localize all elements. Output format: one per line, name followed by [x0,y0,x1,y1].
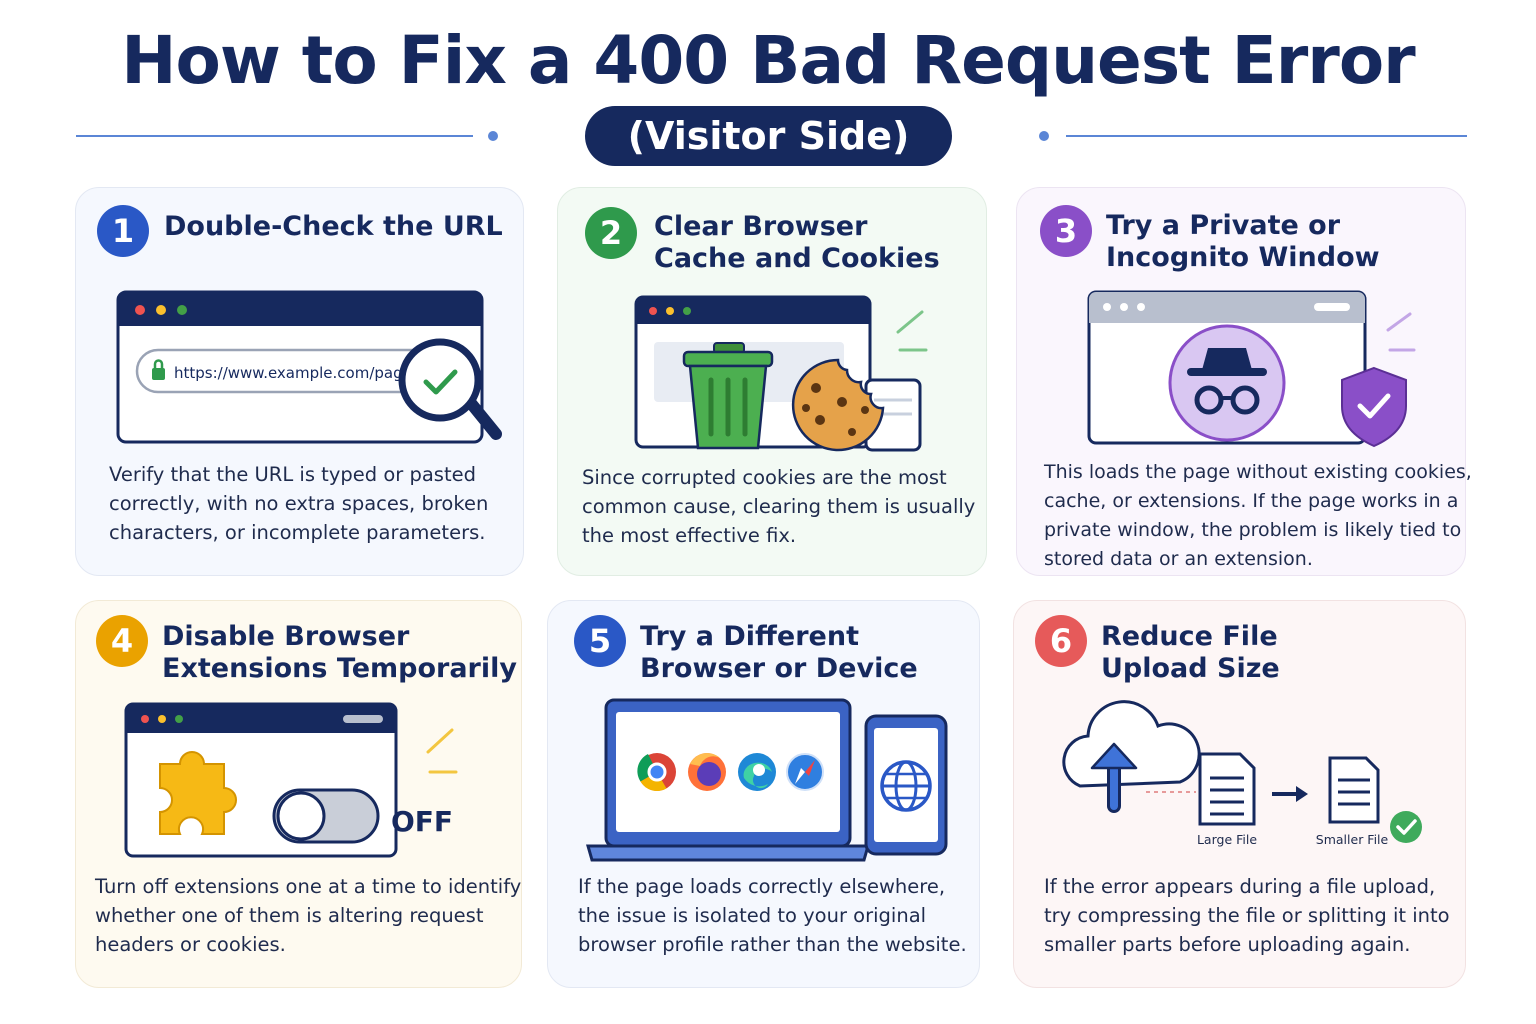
step-description: Since corrupted cookies are the most com… [582,463,975,550]
step-title-line: Browser or Device [640,653,918,684]
desc-line: the issue is isolated to your original [578,904,927,927]
chrome-icon [637,753,676,792]
step-title-line: Try a Private or [1106,210,1341,241]
desc-line: If the page loads correctly elsewhere, [578,875,946,898]
extensions-illustration: OFF [124,702,458,858]
desc-line: whether one of them is altering request [95,904,484,927]
desc-line: headers or cookies. [95,933,286,956]
step-title-line: Reduce File [1101,621,1278,652]
file-upload-illustration: Large File Smaller File [1062,700,1422,847]
large-file-label: Large File [1197,832,1257,847]
step-description: If the page loads correctly elsewhere, t… [578,872,967,959]
phone-globe-icon [864,714,948,856]
page-title: How to Fix a 400 Bad Request Error [121,22,1415,99]
step-title-line: Extensions Temporarily [162,653,517,684]
desc-line: cache, or extensions. If the page works … [1044,490,1459,512]
arrow-right-icon [1272,786,1308,802]
step-title-line: Upload Size [1101,653,1280,684]
toggle-switch-icon [272,788,380,844]
incognito-icon [1168,324,1286,442]
file-icon [1198,752,1256,826]
divider-dot-left [488,131,498,141]
desc-line: Verify that the URL is typed or pasted [109,463,476,486]
divider-dot-right [1039,131,1049,141]
cookie-icon [791,358,885,452]
laptop-icon [586,698,870,862]
step-number-badge: 6 [1035,615,1087,667]
desc-line: browser profile rather than the website. [578,933,967,956]
check-circle-icon [1390,811,1422,843]
clear-cache-illustration [634,295,928,452]
step-title: Clear Browser Cache and Cookies [654,211,940,275]
step-title: Reduce File Upload Size [1101,621,1280,685]
step-title: Try a Private or Incognito Window [1106,210,1380,274]
desc-line: correctly, with no extra spaces, broken [109,492,489,515]
browsers-devices-illustration [586,698,948,862]
step-number-badge: 4 [96,615,148,667]
url-browser-illustration: https://www.example.com/page [116,290,502,444]
step-number-badge: 1 [97,205,149,257]
url-text: https://www.example.com/page [174,364,412,382]
desc-line: common cause, clearing them is usually [582,495,976,518]
desc-line: private window, the problem is likely ti… [1044,519,1462,541]
desc-line: This loads the page without existing coo… [1044,461,1472,483]
desc-line: stored data or an extension. [1044,548,1313,570]
lock-icon [152,359,165,380]
desc-line: smaller parts before uploading again. [1044,933,1411,956]
step-title-line: Cache and Cookies [654,243,940,274]
magnifier-check-icon [398,338,502,440]
step-description: This loads the page without existing coo… [1044,458,1472,574]
step-number-badge: 5 [574,615,626,667]
safari-icon [786,753,824,791]
firefox-icon [688,753,726,791]
step-title: Double-Check the URL [164,211,503,243]
desc-line: the most effective fix. [582,524,797,547]
step-title-line: Incognito Window [1106,242,1380,273]
step-title-line: Disable Browser [162,621,410,652]
shield-check-icon [1341,366,1407,448]
step-title-line: Clear Browser [654,211,868,242]
divider-right [1066,135,1467,137]
toggle-label: OFF [391,805,453,838]
edge-icon [738,753,776,791]
smaller-file-label: Smaller File [1316,832,1389,847]
desc-line: Turn off extensions one at a time to ide… [95,875,522,898]
desc-line: If the error appears during a file uploa… [1044,875,1436,898]
step-title: Disable Browser Extensions Temporarily [162,621,517,685]
step-title-line: Double-Check the URL [164,211,503,242]
file-icon [1328,756,1380,824]
step-number-badge: 2 [585,207,637,259]
step-description: If the error appears during a file uploa… [1044,872,1450,959]
step-description: Turn off extensions one at a time to ide… [95,872,521,959]
divider-left [76,135,473,137]
trash-can-icon [682,342,774,450]
puzzle-piece-icon [159,751,237,835]
step-description: Verify that the URL is typed or pasted c… [109,460,488,547]
desc-line: characters, or incomplete parameters. [109,521,486,544]
subtitle-pill: (Visitor Side) [585,106,952,166]
step-title: Try a Different Browser or Device [640,621,918,685]
desc-line: Since corrupted cookies are the most [582,466,947,489]
cloud-upload-icon [1062,700,1201,813]
step-number-badge: 3 [1040,205,1092,257]
incognito-illustration [1087,290,1416,448]
desc-line: try compressing the file or splitting it… [1044,904,1450,927]
step-title-line: Try a Different [640,621,859,652]
